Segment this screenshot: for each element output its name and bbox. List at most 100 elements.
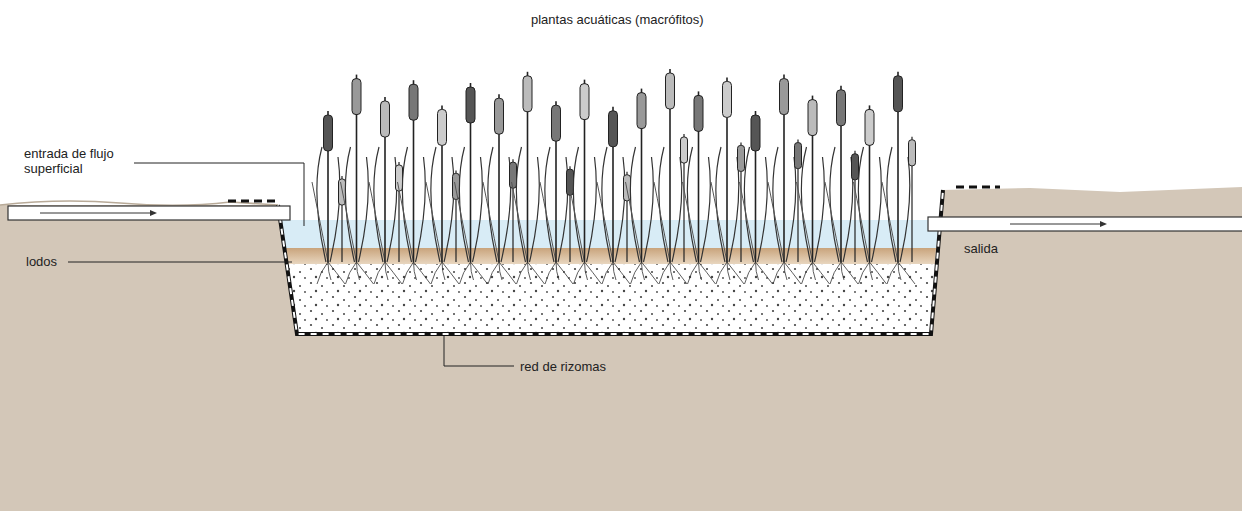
leaf — [815, 157, 825, 262]
rhizome-root — [631, 262, 642, 284]
rhizome-root — [328, 262, 345, 284]
rhizome-root — [745, 262, 756, 284]
rhizome-root — [802, 262, 813, 284]
leaf — [758, 157, 768, 262]
cattail-head — [894, 76, 903, 112]
leaf — [359, 157, 369, 262]
rhizome-root — [346, 262, 357, 284]
cattail-head — [865, 109, 874, 145]
rhizome-root — [574, 262, 585, 284]
rhizome-root — [887, 262, 898, 284]
rhizome-root — [642, 262, 659, 284]
rhizome-root — [870, 262, 887, 284]
rhizome-root — [556, 262, 573, 284]
cattail-head — [453, 173, 460, 199]
macrophytes — [312, 69, 916, 284]
rhizome-root — [784, 262, 801, 284]
cattail-head — [609, 111, 618, 147]
cattail-head — [466, 87, 475, 123]
rhizome-root — [859, 262, 870, 284]
rhizome-label: red de rizomas — [520, 359, 606, 374]
leaf — [872, 157, 882, 262]
leader-line — [68, 262, 292, 263]
leaf — [615, 157, 625, 262]
plants-label: plantas acuáticas (macrófitos) — [531, 12, 704, 27]
cattail-head — [580, 84, 589, 120]
rhizome-root — [385, 262, 402, 284]
cattail-head — [681, 137, 688, 163]
leaf — [341, 182, 357, 262]
rhizome-root — [488, 262, 499, 284]
cattail-head — [495, 98, 504, 134]
cattail-head — [723, 81, 732, 117]
leaf — [512, 182, 528, 262]
cattail-head — [795, 143, 802, 169]
leaf — [672, 157, 682, 262]
leaf — [701, 157, 711, 262]
rhizome-root — [830, 262, 841, 284]
rhizome-root — [688, 262, 699, 284]
leaf — [587, 157, 597, 262]
cattail-head — [324, 115, 333, 151]
rhizome-root — [813, 262, 830, 284]
cattail-head — [438, 109, 447, 145]
cattail-head — [381, 101, 390, 137]
cattail-head — [666, 73, 675, 109]
leaf — [455, 182, 471, 262]
rhizome-root — [460, 262, 471, 284]
leaf — [416, 157, 426, 262]
leaf — [398, 182, 414, 262]
leaf — [569, 182, 585, 262]
rhizome-root — [414, 262, 431, 284]
cattail-head — [852, 154, 859, 180]
liner — [278, 190, 943, 334]
leaf — [683, 182, 699, 262]
rhizome-root — [471, 262, 488, 284]
leaf — [312, 182, 328, 262]
leaf — [626, 182, 642, 262]
cattail-head — [352, 79, 361, 115]
cattail-head — [909, 140, 916, 166]
leaf — [426, 182, 442, 262]
leaf — [740, 182, 756, 262]
cattail-head — [780, 79, 789, 115]
rhizome-root — [659, 262, 670, 284]
leader-line — [444, 336, 514, 366]
leaf — [444, 157, 454, 262]
rhizome-root — [585, 262, 602, 284]
rhizome-root — [773, 262, 784, 284]
cattail-head — [637, 93, 646, 129]
cattail-head — [808, 100, 817, 136]
rhizome-root — [431, 262, 442, 284]
leaf — [797, 182, 813, 262]
rhizome-root — [499, 262, 516, 284]
leaf — [597, 182, 613, 262]
leaf — [825, 182, 841, 262]
rhizome-root — [716, 262, 727, 284]
outlet-label: salida — [964, 241, 998, 256]
cattail-head — [510, 162, 517, 188]
leaf — [882, 182, 898, 262]
rhizome-root — [602, 262, 613, 284]
inlet-pipe — [8, 206, 290, 220]
leaf — [369, 182, 385, 262]
cattail-head — [409, 84, 418, 120]
rhizome-root — [727, 262, 744, 284]
cattail-head — [837, 90, 846, 126]
leaf — [711, 182, 727, 262]
leaf — [729, 157, 739, 262]
leaf — [900, 157, 910, 262]
rhizome-root — [357, 262, 374, 284]
cattail-head — [751, 115, 760, 151]
cattail-head — [523, 76, 532, 112]
sludge-label: lodos — [26, 254, 57, 269]
leaf — [854, 182, 870, 262]
leaf — [330, 157, 340, 262]
rhizome-root — [670, 262, 687, 284]
rhizome-root — [841, 262, 858, 284]
rhizome-root — [442, 262, 459, 284]
leaf — [483, 182, 499, 262]
cattail-head — [552, 105, 561, 141]
leaf — [644, 157, 654, 262]
